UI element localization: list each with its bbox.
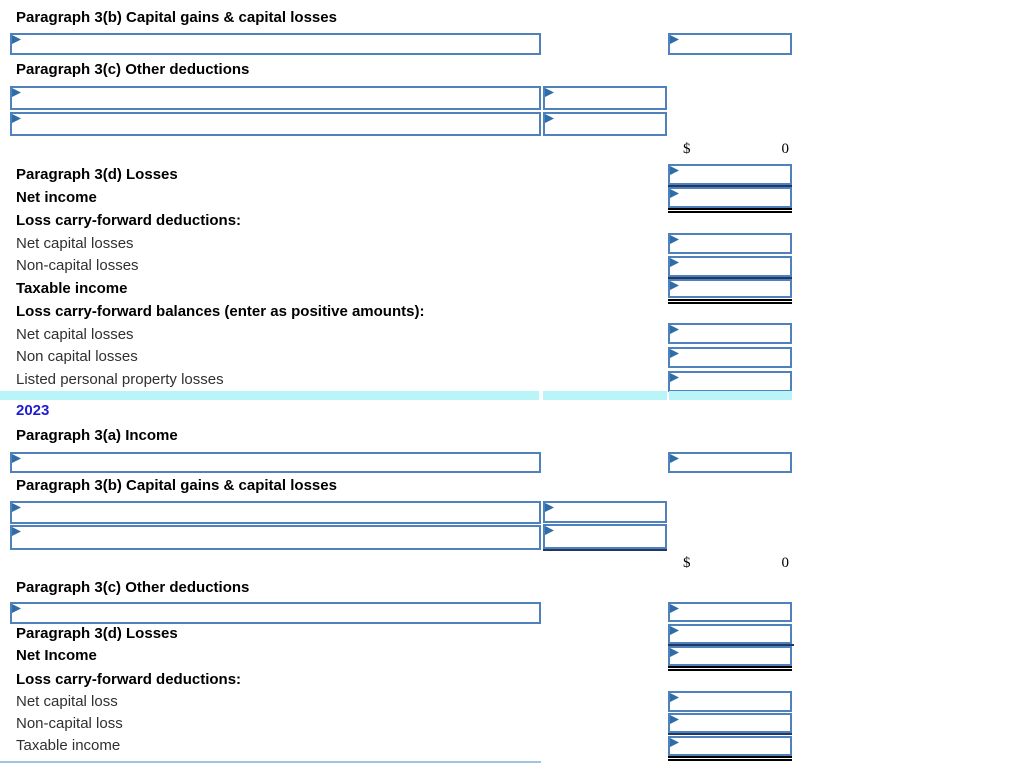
heading-paragraph-3c-2023: Paragraph 3(c) Other deductions (16, 579, 250, 596)
label-net-income-prior: Net income (16, 189, 97, 206)
cell-net-income-prior-input[interactable] (670, 189, 790, 206)
cell-ded-non-capital-loss-2023-input[interactable] (670, 715, 790, 731)
cell-3c-deduction-description-2023-input[interactable] (12, 604, 539, 622)
cell-3c-deduction-amount-1-prior-input[interactable] (545, 88, 665, 108)
cell-3a-income-amount-2023[interactable] (668, 452, 792, 473)
heading-lcf-balances-prior: Loss carry-forward balances (enter as po… (16, 303, 425, 320)
cell-3b-capital-gains-description-1-2023-input[interactable] (12, 503, 539, 522)
cell-bal-net-capital-losses-prior-input[interactable] (670, 325, 790, 342)
cell-3b-capital-gains-amount-prior[interactable] (668, 33, 792, 55)
cell-ded-net-capital-losses-prior[interactable] (668, 233, 792, 254)
cell-3c-deduction-amount-2-prior-input[interactable] (545, 114, 665, 134)
cell-net-income-2023[interactable] (668, 646, 792, 666)
cell-taxable-income-2023[interactable] (668, 736, 792, 756)
cell-3b-capital-gains-amount-1-2023-input[interactable] (545, 503, 665, 521)
cell-3b-capital-gains-description-2-2023[interactable] (10, 525, 541, 550)
cell-ded-net-capital-loss-2023-input[interactable] (670, 693, 790, 710)
cell-3b-capital-gains-amount-1-2023[interactable] (543, 501, 667, 523)
cell-ded-net-capital-losses-prior-input[interactable] (670, 235, 790, 252)
cell-bal-listed-personal-property-losses-prior-input[interactable] (670, 373, 790, 390)
heading-paragraph-3b-2023: Paragraph 3(b) Capital gains & capital l… (16, 477, 337, 494)
cell-3a-income-description-2023[interactable] (10, 452, 541, 473)
cell-bal-non-capital-losses-prior[interactable] (668, 347, 792, 368)
bottom-row-border (0, 761, 541, 763)
label-taxable-income-prior: Taxable income (16, 280, 128, 297)
total-double-rule (668, 208, 792, 213)
subtotal-rule (543, 549, 667, 551)
heading-paragraph-3c-prior: Paragraph 3(c) Other deductions (16, 61, 250, 78)
label-bal-listed-personal-property-losses-prior: Listed personal property losses (16, 371, 224, 388)
label-taxable-income-2023: Taxable income (16, 737, 121, 754)
cell-ded-non-capital-losses-prior-input[interactable] (670, 258, 790, 275)
cell-3c-deduction-description-2-prior-input[interactable] (12, 114, 539, 134)
subtotal-rule (668, 733, 792, 735)
cell-3b-capital-gains-amount-2-2023[interactable] (543, 524, 667, 549)
cell-3d-losses-2023[interactable] (668, 624, 792, 644)
heading-lcf-deductions-2023: Loss carry-forward deductions: (16, 671, 242, 688)
total-double-rule (668, 756, 792, 761)
cell-net-income-prior[interactable] (668, 187, 792, 208)
year-divider-highlight-cell (669, 391, 792, 400)
cell-bal-listed-personal-property-losses-prior[interactable] (668, 371, 792, 392)
cell-taxable-income-prior[interactable] (668, 279, 792, 298)
cell-3c-deduction-description-2023[interactable] (10, 602, 541, 624)
heading-paragraph-3d-prior: Paragraph 3(d) Losses (16, 166, 178, 183)
cell-3c-deduction-amount-2023-input[interactable] (670, 604, 790, 620)
cell-3c-deduction-description-1-prior[interactable] (10, 86, 541, 110)
label-bal-net-capital-losses-prior: Net capital losses (16, 326, 134, 343)
subtotal-rule (668, 185, 792, 187)
heading-paragraph-3d-2023: Paragraph 3(d) Losses (16, 625, 178, 642)
total-double-rule (668, 666, 792, 671)
cell-3c-deduction-amount-2023[interactable] (668, 602, 792, 622)
subtotal-rule (668, 277, 792, 279)
cell-3b-capital-gains-description-2-2023-input[interactable] (12, 527, 539, 548)
cell-3c-deduction-description-1-prior-input[interactable] (12, 88, 539, 108)
cell-ded-non-capital-loss-2023[interactable] (668, 713, 792, 733)
label-ded-non-capital-losses-prior: Non-capital losses (16, 257, 139, 274)
cell-3d-losses-prior[interactable] (668, 164, 792, 185)
cell-taxable-income-prior-input[interactable] (670, 281, 790, 296)
label-ded-net-capital-loss-2023: Net capital loss (16, 693, 118, 710)
cell-3b-capital-gains-description-prior-input[interactable] (12, 35, 539, 53)
cell-3b-capital-gains-amount-prior-input[interactable] (670, 35, 790, 53)
cell-ded-non-capital-losses-prior[interactable] (668, 256, 792, 277)
subtotal-currency-2023: $ (683, 555, 691, 571)
subtotal-value-prior: 0 (781, 141, 790, 157)
cell-3b-capital-gains-description-1-2023[interactable] (10, 501, 541, 524)
label-bal-non-capital-losses-prior: Non capital losses (16, 348, 138, 365)
cell-bal-net-capital-losses-prior[interactable] (668, 323, 792, 344)
year-2023-heading: 2023 (16, 402, 50, 419)
cell-bal-non-capital-losses-prior-input[interactable] (670, 349, 790, 366)
subtotal-value-2023: 0 (781, 555, 790, 571)
cell-3c-deduction-amount-1-prior[interactable] (543, 86, 667, 110)
cell-3d-losses-2023-input[interactable] (670, 626, 790, 642)
heading-paragraph-3b-prior: Paragraph 3(b) Capital gains & capital l… (16, 9, 337, 26)
subtotal-rule (668, 644, 794, 646)
cell-3a-income-description-2023-input[interactable] (12, 454, 539, 471)
cell-net-income-2023-input[interactable] (670, 648, 790, 664)
cell-3b-capital-gains-description-prior[interactable] (10, 33, 541, 55)
cell-3d-losses-prior-input[interactable] (670, 166, 790, 183)
total-double-rule (668, 299, 792, 304)
label-net-income-2023: Net Income (16, 647, 97, 664)
subtotal-currency-prior: $ (683, 141, 691, 157)
year-divider-highlight-cell (543, 391, 667, 400)
heading-lcf-deductions-prior: Loss carry-forward deductions: (16, 212, 242, 229)
label-ded-net-capital-losses-prior: Net capital losses (16, 235, 134, 252)
cell-3a-income-amount-2023-input[interactable] (670, 454, 790, 471)
cell-3c-deduction-description-2-prior[interactable] (10, 112, 541, 136)
label-ded-non-capital-loss-2023: Non-capital loss (16, 715, 123, 732)
cell-3b-capital-gains-amount-2-2023-input[interactable] (545, 526, 665, 547)
cell-3c-deduction-amount-2-prior[interactable] (543, 112, 667, 136)
heading-paragraph-3a-2023: Paragraph 3(a) Income (16, 427, 178, 444)
year-divider-highlight-cell (0, 391, 539, 400)
cell-taxable-income-2023-input[interactable] (670, 738, 790, 754)
cell-ded-net-capital-loss-2023[interactable] (668, 691, 792, 712)
